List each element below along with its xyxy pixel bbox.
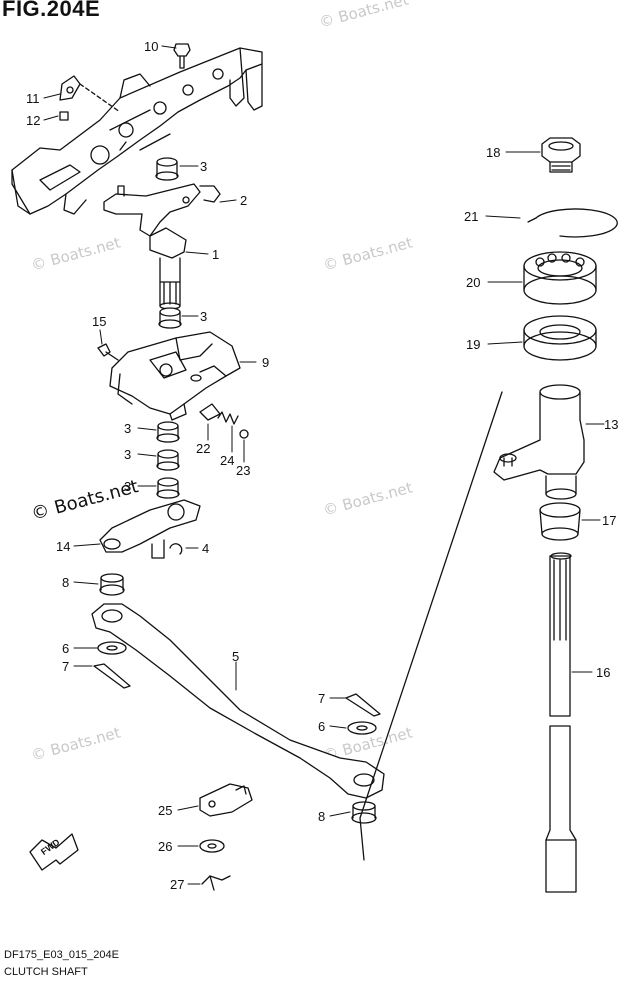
callout-8: 8 bbox=[62, 575, 70, 590]
callout-7: 7 bbox=[62, 659, 70, 674]
washer-part bbox=[347, 721, 377, 735]
callout-19: 19 bbox=[466, 337, 481, 352]
leader-lines bbox=[43, 45, 605, 885]
callout-11: 11 bbox=[26, 91, 40, 106]
callout-17: 17 bbox=[602, 513, 617, 528]
callout-22: 22 bbox=[196, 441, 211, 456]
callout-3: 3 bbox=[200, 159, 208, 174]
callout-18: 18 bbox=[486, 145, 501, 160]
bracket-part bbox=[11, 47, 263, 215]
circlip-part bbox=[527, 208, 618, 238]
clutch-shaft-part bbox=[149, 227, 187, 310]
plug-part bbox=[541, 137, 581, 173]
callout-27: 27 bbox=[170, 877, 185, 892]
bushing-part bbox=[158, 307, 182, 329]
housing-part bbox=[109, 331, 241, 421]
fwd-arrow-icon bbox=[29, 833, 79, 871]
callout-3: 3 bbox=[124, 447, 132, 462]
bushing-part bbox=[156, 421, 180, 443]
bushing-part bbox=[539, 502, 581, 541]
washer-part bbox=[199, 839, 225, 853]
screw-part bbox=[97, 343, 119, 361]
seal-part bbox=[523, 315, 597, 361]
clip-part bbox=[59, 75, 121, 121]
callout-7: 7 bbox=[318, 691, 326, 706]
callout-8: 8 bbox=[318, 809, 326, 824]
callout-26: 26 bbox=[158, 839, 173, 854]
cotter-pin-part bbox=[201, 875, 231, 891]
cotter-pin-part bbox=[93, 663, 131, 689]
bearing-part bbox=[523, 251, 597, 305]
callout-3: 3 bbox=[124, 479, 132, 494]
callout-15: 15 bbox=[92, 314, 107, 329]
bushing-part bbox=[156, 477, 180, 499]
callout-14: 14 bbox=[56, 539, 71, 554]
callout-2: 2 bbox=[240, 193, 248, 208]
clip-part bbox=[169, 543, 183, 555]
callout-24: 24 bbox=[220, 453, 235, 468]
callout-23: 23 bbox=[236, 463, 251, 478]
bushing-part bbox=[156, 449, 180, 471]
bushing-part bbox=[155, 157, 179, 181]
callout-1: 1 bbox=[212, 247, 220, 262]
callout-12: 12 bbox=[26, 113, 41, 128]
cotter-pin-part bbox=[345, 693, 381, 717]
callout-16: 16 bbox=[596, 665, 611, 680]
vertical-shaft-part bbox=[545, 552, 577, 893]
callout-21: 21 bbox=[464, 209, 479, 224]
callout-6: 6 bbox=[62, 641, 70, 656]
washer-part bbox=[97, 641, 127, 655]
diagram-code: DF175_E03_015_204E bbox=[4, 949, 119, 961]
callout-9: 9 bbox=[262, 355, 270, 370]
callout-4: 4 bbox=[202, 541, 210, 556]
detent-parts bbox=[199, 403, 249, 439]
stopper-part bbox=[199, 783, 253, 817]
callout-5: 5 bbox=[232, 649, 240, 664]
callout-10: 10 bbox=[144, 39, 159, 54]
link-rod-part bbox=[91, 603, 385, 799]
callout-3: 3 bbox=[200, 309, 208, 324]
shift-lever-part bbox=[99, 499, 201, 559]
callout-20: 20 bbox=[466, 275, 481, 290]
callout-25: 25 bbox=[158, 803, 173, 818]
callout-6: 6 bbox=[318, 719, 326, 734]
bushing-part bbox=[99, 573, 125, 596]
figure-title: FIG.204E bbox=[2, 0, 101, 21]
diagram-caption: CLUTCH SHAFT bbox=[4, 966, 88, 978]
cam-lever-part bbox=[493, 384, 585, 500]
assembly-line bbox=[359, 391, 503, 861]
callout-13: 13 bbox=[604, 417, 619, 432]
callout-3: 3 bbox=[124, 421, 132, 436]
lever-part bbox=[103, 183, 221, 237]
bolt-part bbox=[173, 43, 191, 69]
